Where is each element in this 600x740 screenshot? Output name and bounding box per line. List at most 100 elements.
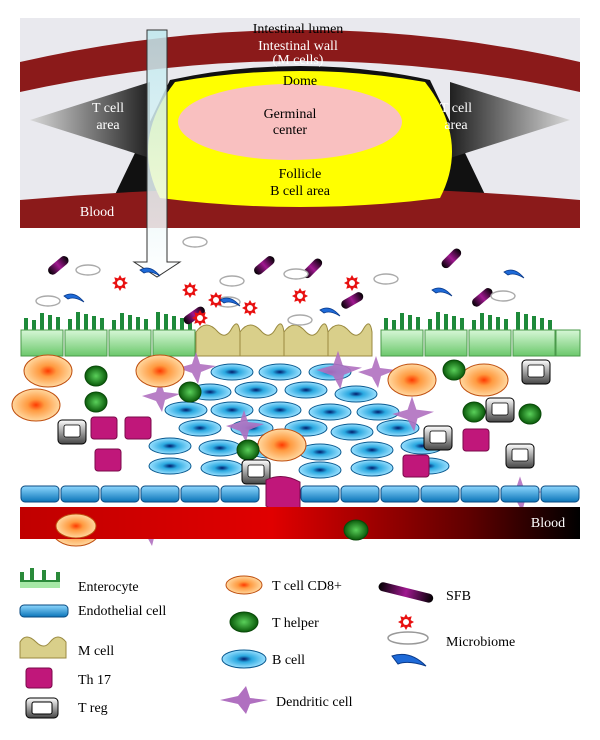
dendritic-cell — [178, 352, 216, 384]
sfb-bacterium — [441, 248, 462, 269]
m-cell — [239, 323, 285, 357]
microbe-red-icon — [182, 282, 198, 298]
b-cell — [356, 403, 400, 421]
label-follicle: Follicle — [279, 167, 322, 182]
villus — [128, 315, 132, 330]
villus — [24, 318, 28, 330]
legend-bcell: B cell — [221, 649, 305, 669]
th17-cell — [90, 416, 118, 440]
legend-th17-icon — [25, 667, 53, 689]
b-cell — [350, 459, 394, 477]
b-cell — [298, 461, 342, 479]
legend: Enterocyte Endothelial cell M cell Th 17… — [19, 568, 515, 719]
villus — [408, 315, 412, 330]
microbe-blue — [63, 293, 85, 303]
villus — [68, 319, 72, 330]
bottom-panel: Blood — [11, 236, 581, 547]
microbe-ring — [219, 275, 245, 287]
legend-enterocyte-label: Enterocyte — [78, 580, 139, 595]
th17-cell — [462, 428, 490, 452]
enterocyte-cell — [555, 329, 581, 357]
label-germinal: Germinal — [264, 107, 317, 122]
endothelial-cell — [300, 485, 340, 503]
label-m-cells: (M cells) — [273, 53, 324, 68]
legend-thelper: T helper — [229, 611, 319, 633]
legend-thelper-label: T helper — [272, 616, 319, 631]
tcell-cd8 — [23, 354, 73, 388]
microbe-red-icon — [192, 310, 208, 326]
luminal-microbes — [35, 236, 525, 326]
endothelial-cell — [500, 485, 540, 503]
legend-sfb: SFB — [378, 582, 471, 604]
microbe-red-icon — [292, 288, 308, 304]
microbe-ring — [287, 314, 313, 326]
legend-bcell-icon — [221, 649, 267, 669]
b-cell — [350, 441, 394, 459]
th17-cell — [94, 448, 122, 472]
microbe-blue — [319, 307, 341, 317]
microbe-blue — [503, 269, 525, 279]
legend-tcd8-icon — [225, 575, 263, 595]
villus — [156, 312, 160, 330]
germinal-center — [178, 84, 402, 160]
legend-microbe-blue-icon — [391, 653, 427, 667]
b-cell — [234, 381, 278, 399]
villus — [384, 318, 388, 330]
microbe-ring — [182, 236, 208, 248]
t-reg — [241, 459, 271, 485]
sfb-bacterium — [472, 288, 493, 307]
endothelial-cell — [340, 485, 380, 503]
villus — [460, 318, 464, 330]
enterocyte-cell — [108, 329, 152, 357]
t-helper — [236, 439, 260, 461]
microbe-ring — [490, 290, 516, 302]
legend-m-cell-icon — [19, 636, 67, 659]
label-blood-bottom: Blood — [531, 516, 565, 531]
label-intestinal-wall: Intestinal wall — [258, 39, 338, 54]
tcell-cd8 — [257, 428, 307, 462]
villus — [416, 317, 420, 330]
tcell-cd8 — [459, 363, 509, 397]
enterocyte-cell — [380, 329, 424, 357]
microbe-ring — [373, 273, 399, 285]
microbe-blue — [219, 297, 241, 307]
villus — [180, 318, 184, 330]
legend-thelper-icon — [229, 611, 259, 633]
b-cell — [258, 363, 302, 381]
legend-dendritic-icon — [220, 686, 268, 714]
endothelial-cell — [460, 485, 500, 503]
villus — [92, 316, 96, 330]
t-reg — [505, 443, 535, 469]
villus — [188, 320, 192, 330]
endothelial-cell — [540, 485, 580, 503]
b-cell — [334, 385, 378, 403]
label-intestinal-lumen: Intestinal lumen — [253, 22, 344, 37]
villus — [444, 314, 448, 330]
enterocyte-cell — [20, 329, 64, 357]
microbe-red-icon — [208, 292, 224, 308]
villus — [480, 313, 484, 330]
villus — [548, 320, 552, 330]
tcell-area-right — [450, 82, 570, 158]
b-cell — [200, 459, 244, 477]
enterocyte-cell — [512, 329, 556, 357]
m-cell-row — [195, 323, 373, 357]
sfb-bacterium — [254, 256, 275, 275]
t-helper — [84, 365, 108, 387]
th17-cell — [124, 416, 152, 440]
villus — [56, 317, 60, 330]
villus — [472, 320, 476, 330]
m-cell — [195, 323, 241, 357]
t-reg — [485, 397, 515, 423]
legend-endothelial-icon — [19, 604, 69, 618]
villi-row — [24, 312, 552, 330]
b-cell — [308, 403, 352, 421]
villus — [84, 314, 88, 330]
tcell-cd8 — [55, 513, 97, 539]
t-helper — [442, 359, 466, 381]
zoom-arrow — [132, 29, 182, 278]
sfb-bacterium — [48, 256, 69, 275]
th17-cell — [402, 454, 430, 478]
villus — [120, 313, 124, 330]
tcell-area-left — [30, 82, 150, 158]
